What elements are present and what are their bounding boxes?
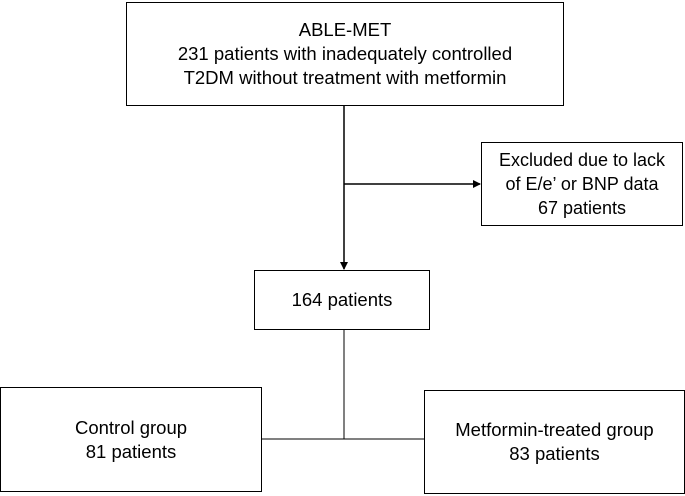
control-group-count: 81 patients <box>85 440 177 462</box>
enrollment-line-2: 231 patients with inadequately controlle… <box>177 43 513 64</box>
control-group-box: Control group 81 patients <box>0 387 262 492</box>
metformin-group-label: Metformin-treated group <box>455 419 654 440</box>
analyzed-box: 164 patients <box>254 270 430 330</box>
metformin-group-count: 83 patients <box>509 443 600 464</box>
metformin-group-box: Metformin-treated group 83 patients <box>424 390 685 494</box>
control-group-label: Control group <box>74 416 188 438</box>
excluded-line-2: of E/e’ or BNP data <box>505 174 659 194</box>
enrollment-title: ABLE-MET <box>298 19 392 40</box>
excluded-count: 67 patients <box>537 198 627 218</box>
enrollment-line-3: T2DM without treatment with metformin <box>183 67 507 88</box>
excluded-box: Excluded due to lack of E/e’ or BNP data… <box>481 142 683 226</box>
analyzed-count: 164 patients <box>291 289 393 310</box>
excluded-line-1: Excluded due to lack <box>498 150 666 170</box>
enrollment-box: ABLE-MET 231 patients with inadequately … <box>126 2 564 106</box>
